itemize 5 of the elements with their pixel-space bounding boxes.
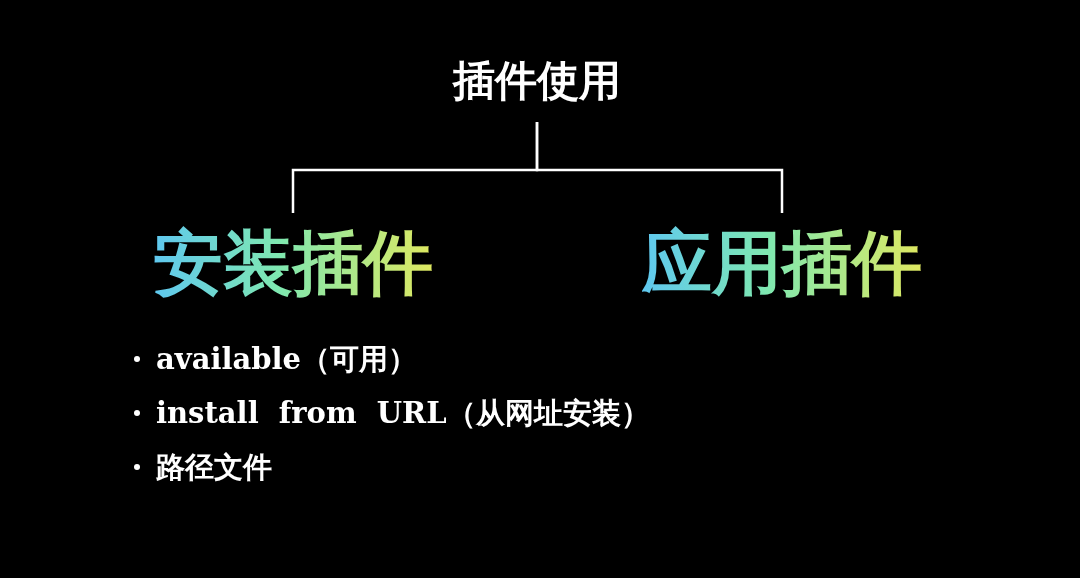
bullet-text: 路径文件 — [156, 449, 272, 486]
bullet-text: available（可用） — [156, 341, 417, 378]
bullet-text: install from URL（从网址安装） — [156, 395, 650, 432]
title-text: 插件使用 — [453, 56, 621, 105]
bracket-connector — [535, 122, 784, 213]
